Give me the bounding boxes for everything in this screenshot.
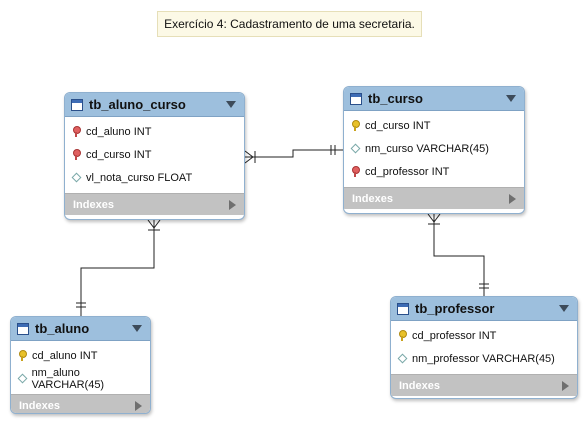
attribute-icon bbox=[71, 172, 81, 183]
column-row[interactable]: nm_curso VARCHAR(45) bbox=[344, 137, 524, 160]
column-label: nm_curso VARCHAR(45) bbox=[365, 142, 489, 155]
column-row[interactable]: vl_nota_curso FLOAT bbox=[65, 166, 244, 189]
column-row[interactable]: cd_professor INT bbox=[391, 324, 577, 347]
table-tb-professor[interactable]: tb_professor cd_professor INT nm_profess… bbox=[390, 296, 578, 399]
collapse-icon[interactable] bbox=[506, 95, 516, 102]
relationship-aluno-curso-to-curso bbox=[244, 145, 343, 164]
attribute-icon bbox=[17, 373, 27, 384]
indexes-section[interactable]: Indexes bbox=[391, 374, 577, 396]
table-header[interactable]: tb_professor bbox=[391, 297, 577, 321]
column-row[interactable]: nm_aluno VARCHAR(45) bbox=[11, 366, 150, 391]
column-label: vl_nota_curso FLOAT bbox=[86, 171, 193, 184]
collapse-icon[interactable] bbox=[559, 305, 569, 312]
expand-indexes-icon[interactable] bbox=[135, 400, 142, 411]
primary-key-icon bbox=[397, 330, 407, 341]
table-icon bbox=[350, 92, 362, 105]
collapse-icon[interactable] bbox=[226, 101, 236, 108]
column-row[interactable]: cd_curso INT bbox=[344, 114, 524, 137]
relationship-curso-to-professor bbox=[427, 213, 489, 296]
column-row[interactable]: cd_aluno INT bbox=[11, 344, 150, 367]
diagram-note: Exercício 4: Cadastramento de uma secret… bbox=[157, 11, 422, 37]
collapse-icon[interactable] bbox=[132, 325, 142, 332]
attribute-icon bbox=[350, 143, 360, 154]
table-icon bbox=[17, 322, 29, 335]
expand-indexes-icon[interactable] bbox=[562, 380, 569, 391]
column-label: cd_aluno INT bbox=[32, 349, 98, 362]
foreign-key-icon bbox=[71, 126, 81, 137]
foreign-key-icon bbox=[350, 166, 360, 177]
table-icon bbox=[397, 302, 409, 315]
table-tb-aluno[interactable]: tb_aluno cd_aluno INT nm_aluno VARCHAR(4… bbox=[10, 316, 151, 414]
table-name: tb_aluno_curso bbox=[89, 97, 186, 112]
column-row[interactable]: nm_professor VARCHAR(45) bbox=[391, 347, 577, 370]
column-row[interactable]: cd_aluno INT bbox=[65, 120, 244, 143]
table-name: tb_aluno bbox=[35, 321, 90, 336]
expand-indexes-icon[interactable] bbox=[229, 199, 236, 210]
indexes-section[interactable]: Indexes bbox=[65, 193, 244, 215]
column-label: nm_professor VARCHAR(45) bbox=[412, 352, 555, 365]
table-header[interactable]: tb_curso bbox=[344, 87, 524, 111]
column-label: cd_curso INT bbox=[86, 148, 152, 161]
column-row[interactable]: cd_professor INT bbox=[344, 160, 524, 183]
column-label: cd_professor INT bbox=[412, 329, 497, 342]
attribute-icon bbox=[397, 353, 407, 364]
table-name: tb_professor bbox=[415, 301, 495, 316]
indexes-section[interactable]: Indexes bbox=[344, 187, 524, 209]
table-header[interactable]: tb_aluno bbox=[11, 317, 150, 341]
table-name: tb_curso bbox=[368, 91, 423, 106]
column-label: cd_professor INT bbox=[365, 165, 450, 178]
indexes-label: Indexes bbox=[352, 192, 393, 205]
column-row[interactable]: cd_curso INT bbox=[65, 143, 244, 166]
table-header[interactable]: tb_aluno_curso bbox=[65, 93, 244, 117]
foreign-key-icon bbox=[71, 149, 81, 160]
relationship-aluno-curso-to-aluno bbox=[76, 219, 161, 316]
primary-key-icon bbox=[17, 350, 27, 361]
indexes-label: Indexes bbox=[73, 198, 114, 211]
indexes-section[interactable]: Indexes bbox=[11, 394, 150, 413]
table-tb-curso[interactable]: tb_curso cd_curso INT nm_curso VARCHAR(4… bbox=[343, 86, 525, 214]
column-label: nm_aluno VARCHAR(45) bbox=[31, 366, 105, 391]
column-label: cd_aluno INT bbox=[86, 125, 152, 138]
indexes-label: Indexes bbox=[19, 399, 60, 412]
primary-key-icon bbox=[350, 120, 360, 131]
indexes-label: Indexes bbox=[399, 379, 440, 392]
table-tb-aluno-curso[interactable]: tb_aluno_curso cd_aluno INT cd_curso INT… bbox=[64, 92, 245, 220]
table-icon bbox=[71, 98, 83, 111]
column-label: cd_curso INT bbox=[365, 119, 431, 132]
expand-indexes-icon[interactable] bbox=[509, 193, 516, 204]
